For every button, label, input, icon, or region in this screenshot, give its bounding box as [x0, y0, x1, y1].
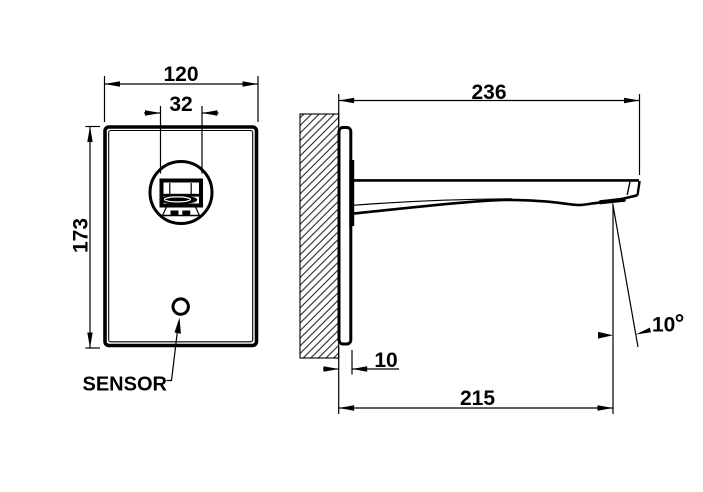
svg-text:215: 215 [460, 387, 495, 410]
svg-text:10: 10 [374, 349, 397, 372]
svg-text:32: 32 [169, 93, 192, 116]
svg-text:173: 173 [70, 218, 93, 253]
svg-text:236: 236 [471, 81, 506, 104]
svg-text:120: 120 [163, 63, 198, 86]
svg-text:10: 10 [652, 314, 675, 337]
svg-text:SENSOR: SENSOR [83, 374, 168, 396]
